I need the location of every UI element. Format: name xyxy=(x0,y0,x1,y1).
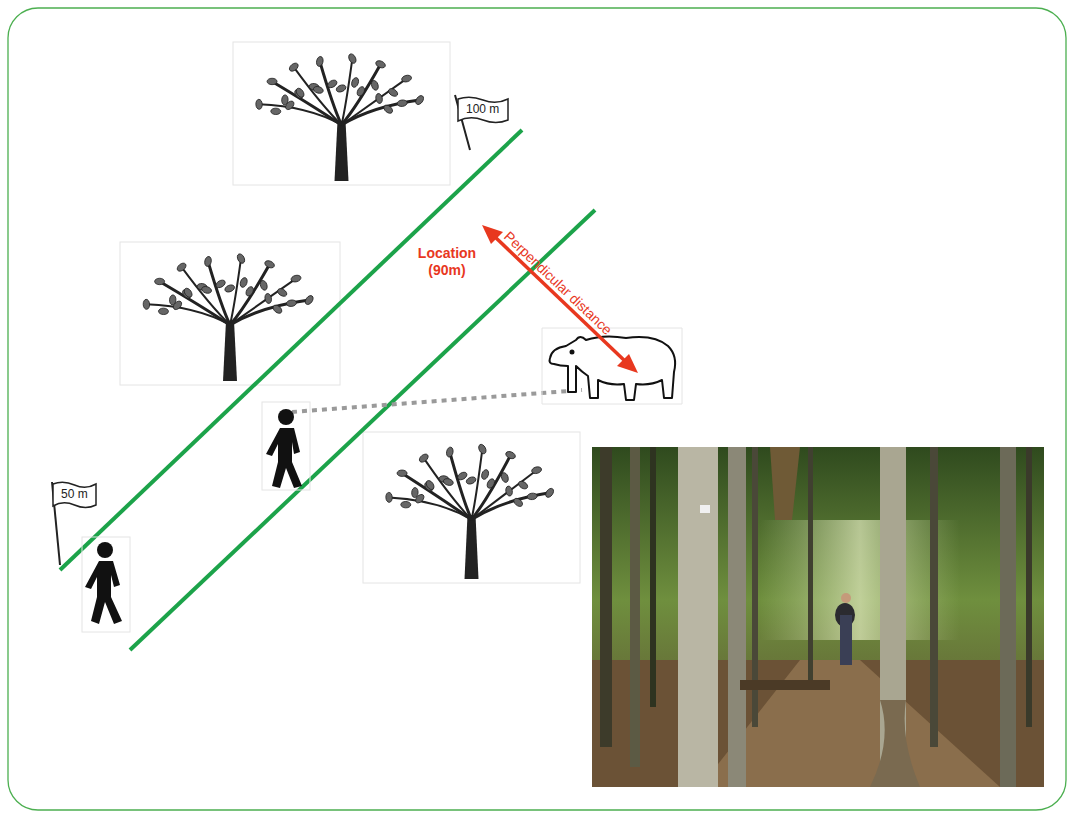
observer-icon xyxy=(82,537,130,632)
trees xyxy=(120,42,580,583)
transect-line xyxy=(60,130,522,570)
perpendicular-arrow xyxy=(482,225,638,373)
distance-flag: 50 m xyxy=(52,482,97,508)
distance-flag: 100 m xyxy=(457,97,509,123)
tree-icon xyxy=(363,432,580,583)
observer-icon xyxy=(262,402,310,490)
tree-icon xyxy=(120,242,340,385)
sighting-line xyxy=(292,390,582,412)
tapir-icon xyxy=(542,328,682,404)
tree-icon xyxy=(233,42,450,185)
transect-line xyxy=(130,210,595,650)
forest-photo xyxy=(592,447,1044,787)
flag-label: 50 m xyxy=(61,487,88,501)
frame xyxy=(8,8,1066,810)
flag-label: 100 m xyxy=(466,102,500,116)
location-label: Location (90m) xyxy=(407,245,487,279)
